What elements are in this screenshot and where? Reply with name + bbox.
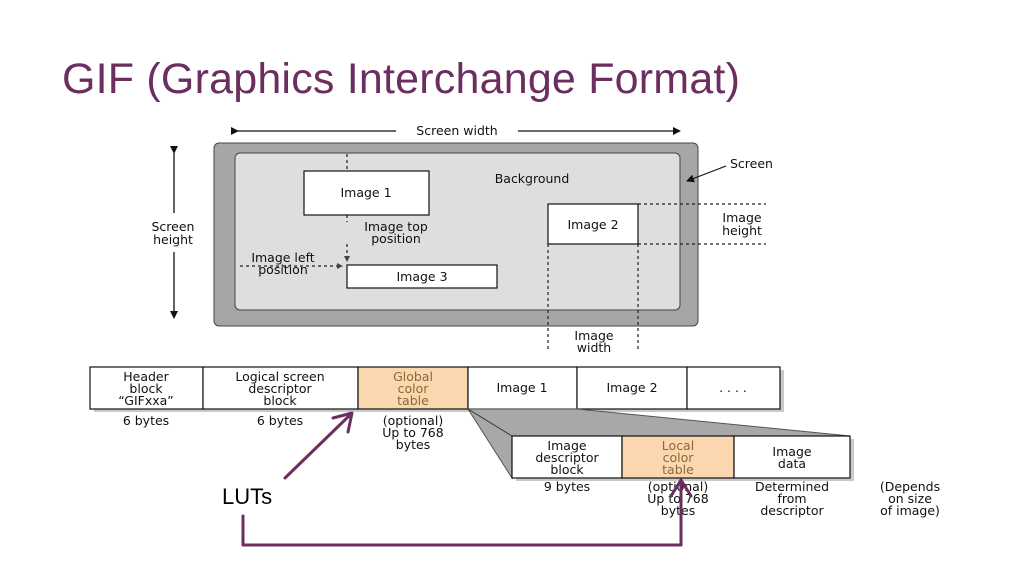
image-3-box (346, 264, 498, 289)
file-structure-row (89, 366, 781, 410)
logical-screen-descriptor-block (202, 366, 359, 410)
screen-height-dimension: Screen height (152, 146, 195, 319)
image-descriptor-block (511, 435, 623, 479)
image-top-position-label-1: Image top (364, 219, 428, 234)
lut-arrow-global (283, 413, 352, 480)
image-2-box (547, 203, 639, 245)
image-left-position-label-1: Image left (251, 250, 314, 265)
ellipsis-block-label: . . . . (719, 380, 747, 395)
lsd-block-line-1: Logical screen (235, 369, 324, 384)
image-1-block (467, 366, 578, 410)
depends-note-3: of image) (880, 503, 940, 518)
lct-line-1: Local (662, 438, 694, 453)
lct-size-2: Up to 768 (647, 491, 708, 506)
image-top-position-label-2: position (371, 231, 421, 246)
image-2-block (576, 366, 688, 410)
lut-arrows (241, 411, 693, 547)
descriptor-size: 9 bytes (544, 479, 590, 494)
lct-line-2: color (663, 450, 695, 465)
screen-label: Screen (730, 156, 773, 171)
image-1-block-label: Image 1 (496, 380, 547, 395)
background-label: Background (495, 171, 570, 186)
image-left-position-label-2: position (258, 262, 308, 277)
image-2-block-label: Image 2 (606, 380, 657, 395)
descriptor-line-1: Image (547, 438, 586, 453)
header-block (89, 366, 204, 410)
lct-size-3: bytes (661, 503, 695, 518)
position-guides (240, 154, 766, 350)
image-sub-structure-row (511, 435, 851, 479)
lsd-block-line-2: descriptor (248, 381, 312, 396)
image-height-label-2: height (722, 223, 762, 238)
descriptor-line-2: descriptor (535, 450, 599, 465)
image-1-box (303, 170, 430, 216)
lct-line-3: table (662, 462, 694, 477)
image-data-block (733, 435, 851, 479)
screen-height-label-2: height (153, 232, 193, 247)
depends-note-2: on size (888, 491, 932, 506)
header-block-line-3: “GIFxxa” (118, 393, 174, 408)
image-2-label: Image 2 (567, 217, 618, 232)
gct-block-line-1: Global (393, 369, 433, 384)
lut-arrow-global-head (331, 411, 354, 434)
gct-size-3: bytes (396, 437, 430, 452)
header-block-line-1: Header (123, 369, 169, 384)
image-data-size-3: descriptor (760, 503, 824, 518)
depends-note-1: (Depends (880, 479, 940, 494)
image-data-size-2: from (777, 491, 806, 506)
image-data-line-1: Image (772, 444, 811, 459)
image-data-line-2: data (778, 456, 806, 471)
image-width-label-1: Image (574, 328, 613, 343)
ellipsis-block (686, 366, 781, 410)
lsd-block-line-3: block (263, 393, 297, 408)
lut-arrow-local (241, 481, 683, 547)
image-3-label: Image 3 (396, 269, 447, 284)
screen-width-label: Screen width (416, 123, 497, 138)
page-title: GIF (Graphics Interchange Format) (62, 55, 741, 103)
descriptor-line-3: block (550, 462, 584, 477)
lsd-size: 6 bytes (257, 413, 303, 428)
image-width-label-2: width (577, 340, 611, 355)
lut-arrow-local-head (669, 478, 693, 498)
gct-block-line-3: table (397, 393, 429, 408)
image-height-label-1: Image (722, 210, 761, 225)
header-block-line-2: block (129, 381, 163, 396)
image-data-size-1: Determined (755, 479, 829, 494)
luts-label: LUTs (222, 484, 273, 509)
header-size: 6 bytes (123, 413, 169, 428)
gct-block-line-2: color (398, 381, 430, 396)
screen-width-dimension: Screen width (231, 123, 681, 138)
local-color-table-block (621, 435, 735, 479)
gct-size-1: (optional) (383, 413, 443, 428)
gct-size-2: Up to 768 (382, 425, 443, 440)
screen-height-label-1: Screen (152, 219, 195, 234)
image-1-label: Image 1 (340, 185, 391, 200)
